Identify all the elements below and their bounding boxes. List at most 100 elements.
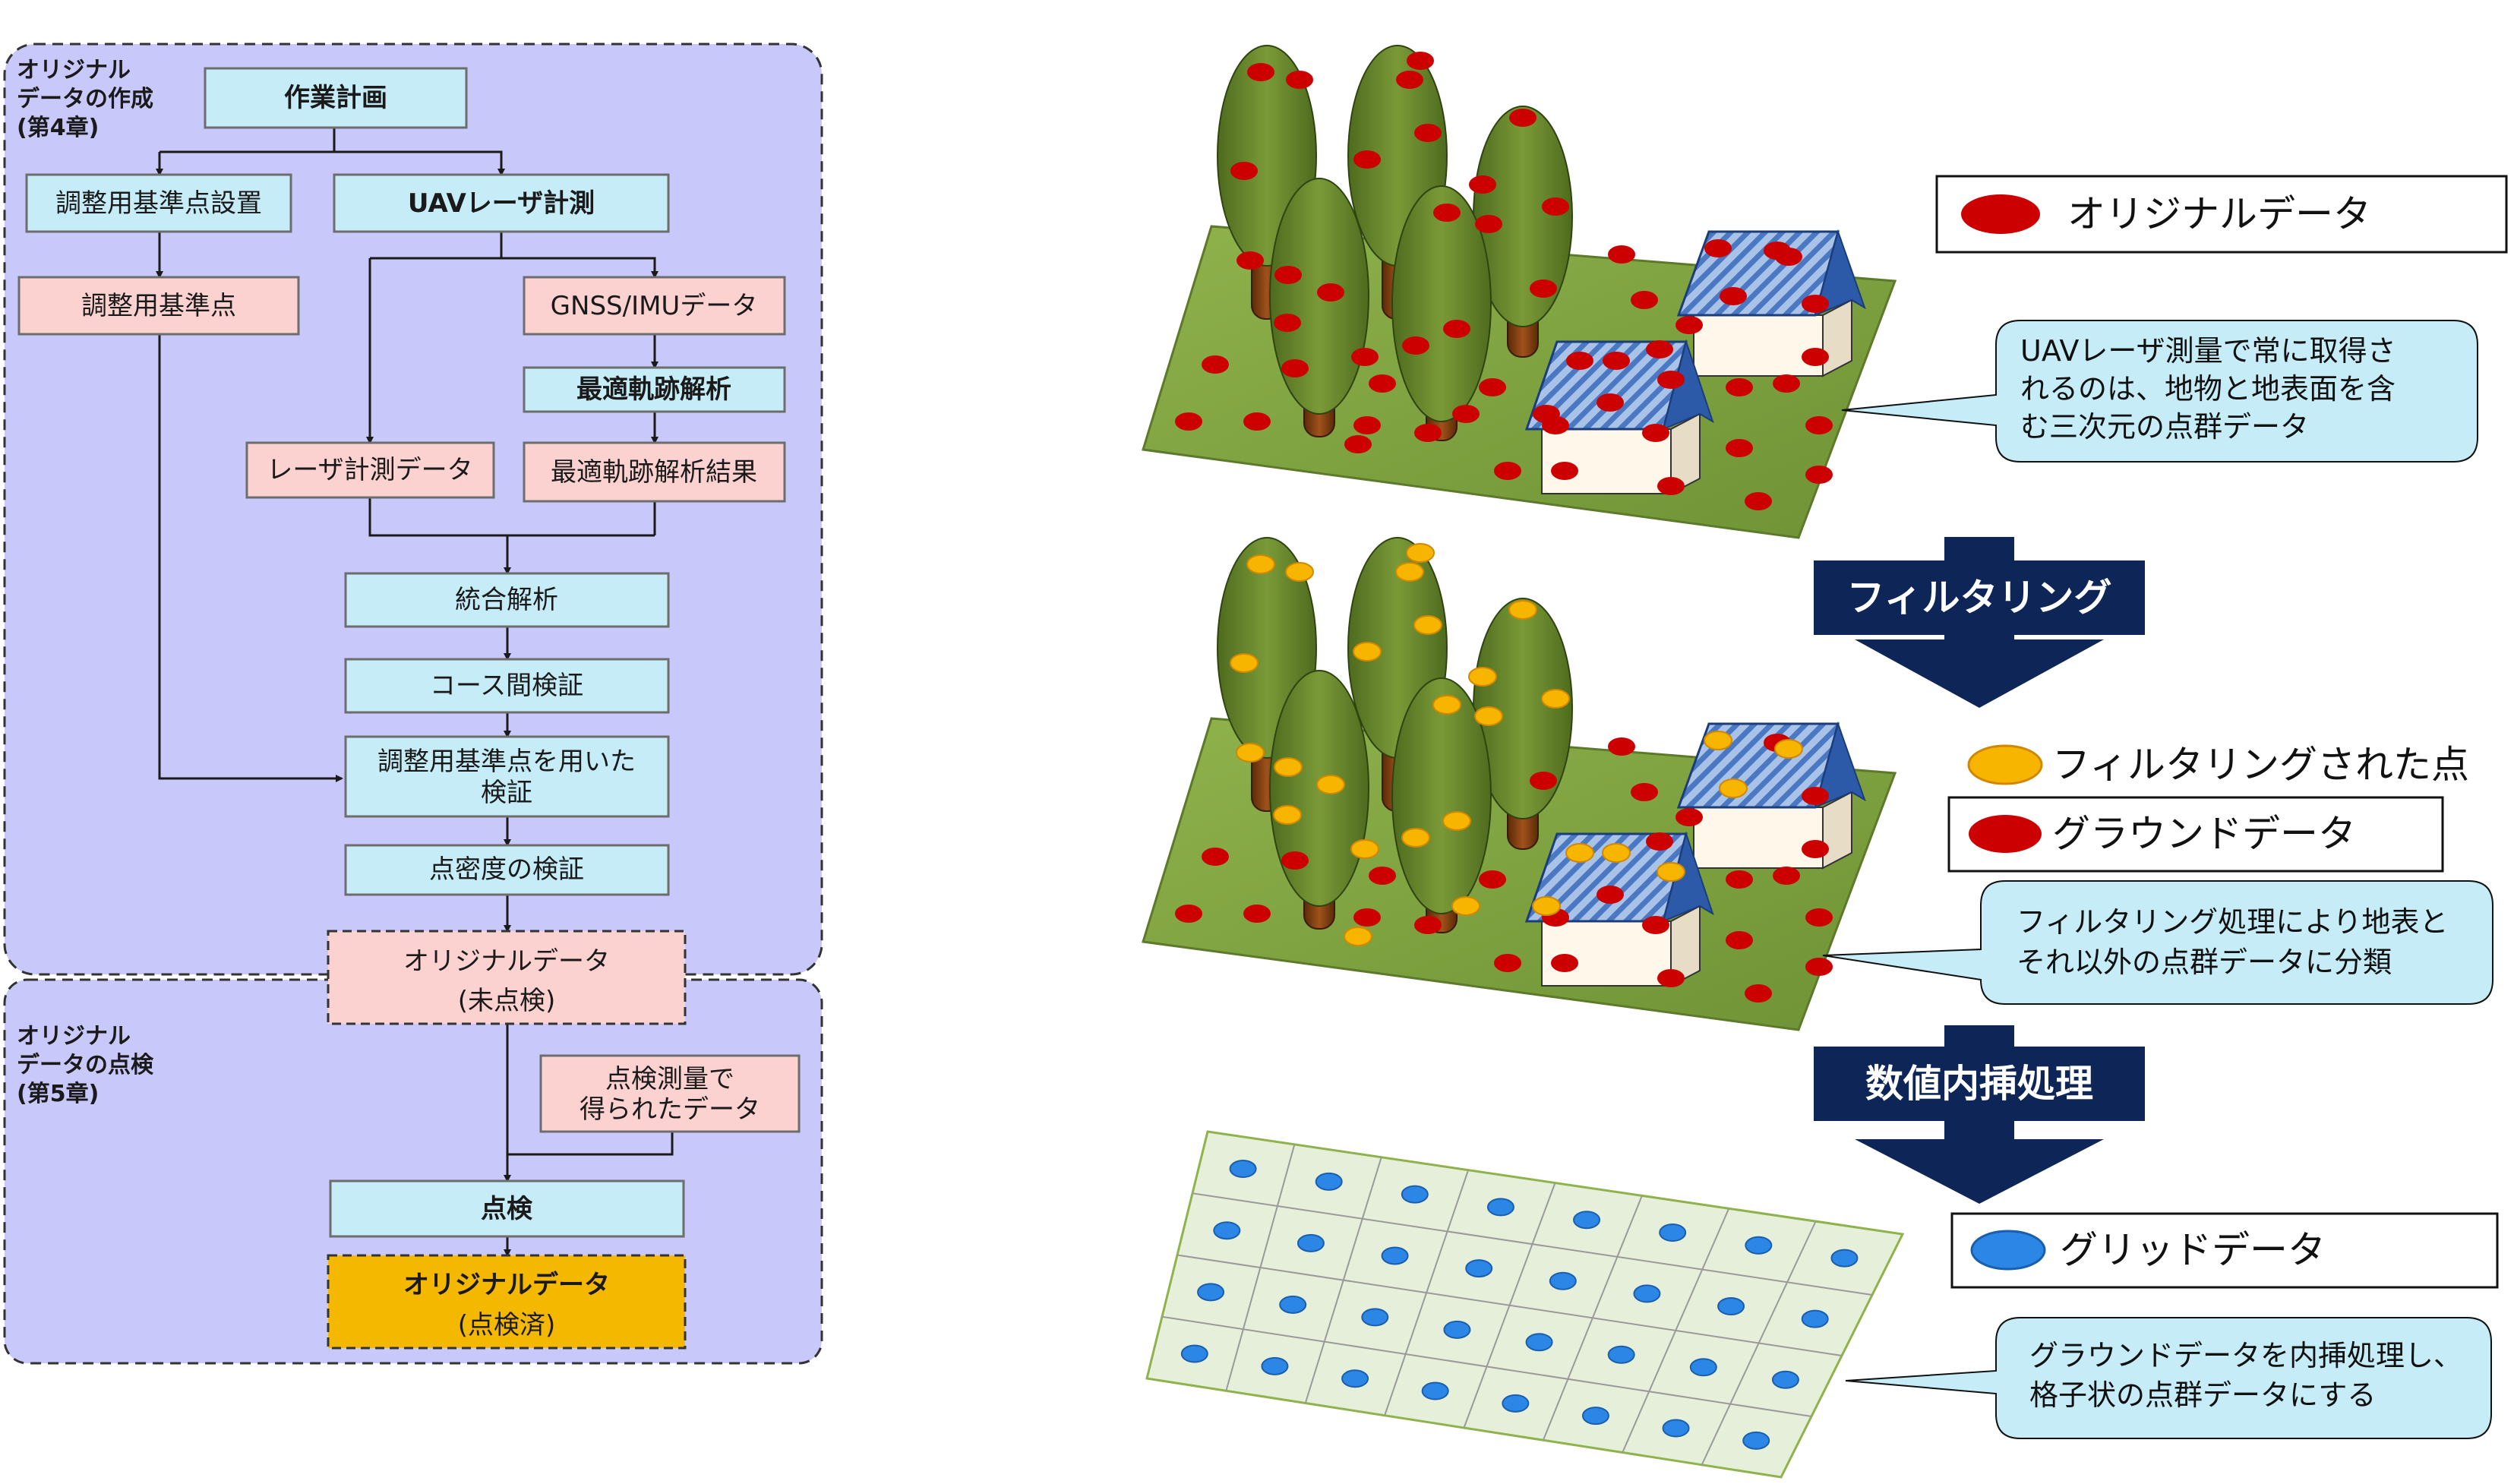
roof-point (1657, 862, 1685, 882)
box-inspection-survey-data: 点検測量で 得られたデータ (539, 1054, 801, 1133)
ground-point (1243, 905, 1271, 923)
grid-point (1689, 1358, 1717, 1377)
ground-point (1657, 969, 1685, 987)
ground-point (1805, 416, 1833, 434)
roof-point (1533, 405, 1560, 423)
ground-point (1802, 348, 1829, 366)
canopy-point (1317, 283, 1344, 302)
grid-point (1502, 1394, 1530, 1413)
callout-original: UAVレーザ測量で常に取得さ れるのは、地物と地表面を含 む三次元の点群データ (1841, 320, 2478, 463)
ground-point (1353, 416, 1381, 434)
svg-text:調整用基準点を用いた: 調整用基準点を用いた (377, 747, 636, 777)
ground-point (1657, 477, 1685, 495)
grid-ground-plane (1145, 1130, 1905, 1479)
grid-point (1361, 1308, 1389, 1327)
box-original-data-checked: オリジナルデータ (点検済) (327, 1254, 687, 1350)
grid-point (1633, 1284, 1661, 1303)
ground-point (1726, 439, 1753, 457)
svg-text:グリッドデータ: グリッドデータ (2060, 1228, 2326, 1272)
canopy-point (1442, 811, 1471, 831)
svg-text:オリジナルデータ: オリジナルデータ (2067, 192, 2371, 236)
ground-point (1631, 291, 1658, 309)
ground-point (1369, 374, 1396, 393)
svg-text:フィルタリング: フィルタリング (1847, 576, 2112, 620)
grid-point (1771, 1370, 1799, 1389)
grid-point (1229, 1160, 1257, 1179)
svg-text:調整用基準点: 調整用基準点 (81, 291, 236, 321)
box-integrated-analysis: 統合解析 (344, 572, 670, 628)
box-optimal-trajectory-result: 最適軌跡解析結果 (523, 441, 786, 503)
canopy-point (1350, 839, 1379, 859)
scene-filtered-pointcloud (1142, 537, 1897, 1031)
canopy-point (1432, 695, 1461, 715)
canopy-point (1452, 405, 1480, 423)
flowchart: オリジナル データの作成 (第4章) オリジナル データの点検 (第5章) (3, 43, 823, 1365)
legend-grid-data: グリッドデータ (1950, 1212, 2499, 1289)
canopy-point (1247, 63, 1274, 81)
tree-icon (1473, 106, 1573, 358)
grid-point (1573, 1211, 1601, 1230)
ground-point (1202, 848, 1229, 866)
canopy-point (1274, 266, 1302, 284)
box-adjust-point-verification: 調整用基準点を用いた 検証 (344, 735, 670, 818)
canopy-point (1469, 175, 1496, 194)
svg-text:検証: 検証 (481, 778, 532, 808)
canopy-point (1351, 348, 1379, 366)
grid-point (1659, 1224, 1687, 1242)
canopy-point (1273, 805, 1302, 825)
grid-point (1717, 1297, 1745, 1316)
grid-point (1662, 1419, 1690, 1438)
ground-point (1175, 412, 1202, 431)
grid-point (1180, 1344, 1208, 1363)
ground-point (1675, 316, 1703, 334)
svg-text:フィルタリング処理により地表と それ以外の点: フィルタリング処理により地表と それ以外の点群データに分類 (2017, 905, 2458, 979)
canopy-point (1402, 336, 1429, 355)
ground-point (1353, 908, 1381, 927)
canopy-point (1406, 543, 1435, 563)
box-course-verification: コース間検証 (344, 658, 670, 714)
canopy-point (1401, 828, 1430, 848)
canopy-point (1413, 615, 1442, 635)
canopy-point (1274, 757, 1303, 777)
ground-point (1805, 908, 1833, 927)
roof-point (1566, 352, 1593, 370)
canopy-point (1246, 554, 1275, 574)
house-icon (1524, 339, 1714, 495)
ground-point (1642, 424, 1669, 442)
ground-point (1773, 374, 1800, 393)
tree-icon (1391, 185, 1492, 441)
ground-point (1642, 916, 1669, 934)
ground-point (1646, 340, 1673, 358)
canopy-point (1414, 124, 1442, 142)
ground-point (1745, 492, 1772, 510)
roof-point (1704, 239, 1732, 257)
canopy-point (1443, 320, 1470, 338)
box-point-density-verification: 点密度の検証 (344, 844, 670, 896)
svg-text:点検: 点検 (481, 1194, 533, 1224)
canopy-point (1541, 689, 1570, 709)
grid-point (1341, 1369, 1369, 1388)
svg-text:グラウンドデータを内挿処理し、 格子状の点群: グラウンドデータを内挿処理し、 格子状の点群データにする (2029, 1339, 2471, 1412)
section-inspect-label: オリジナル データの点検 (第5章) (17, 1023, 161, 1107)
tree-icon (1391, 677, 1492, 933)
legend-original-data: オリジナルデータ (1935, 175, 2508, 254)
ground-point (1726, 378, 1753, 396)
canopy-point (1316, 775, 1345, 794)
roof-point (1720, 287, 1747, 305)
roof-point (1704, 731, 1732, 750)
ground-point (1414, 424, 1442, 442)
box-inspection: 点検 (329, 1179, 685, 1238)
box-work-plan: 作業計画 (204, 67, 468, 129)
box-uav-laser: UAVレーザ計測 (333, 173, 670, 233)
red-point-icon (1969, 815, 2042, 853)
canopy-point (1433, 204, 1461, 222)
grid-point (1525, 1333, 1553, 1352)
ground-point (1805, 466, 1833, 484)
grid-points (1180, 1160, 1859, 1450)
ground-point (1726, 931, 1753, 949)
ground-point (1646, 832, 1673, 851)
svg-text:GNSS/IMUデータ: GNSS/IMUデータ (551, 291, 758, 321)
svg-text:統合解析: 統合解析 (455, 585, 558, 615)
roof-point (1603, 352, 1630, 370)
grid-point (1581, 1407, 1609, 1426)
